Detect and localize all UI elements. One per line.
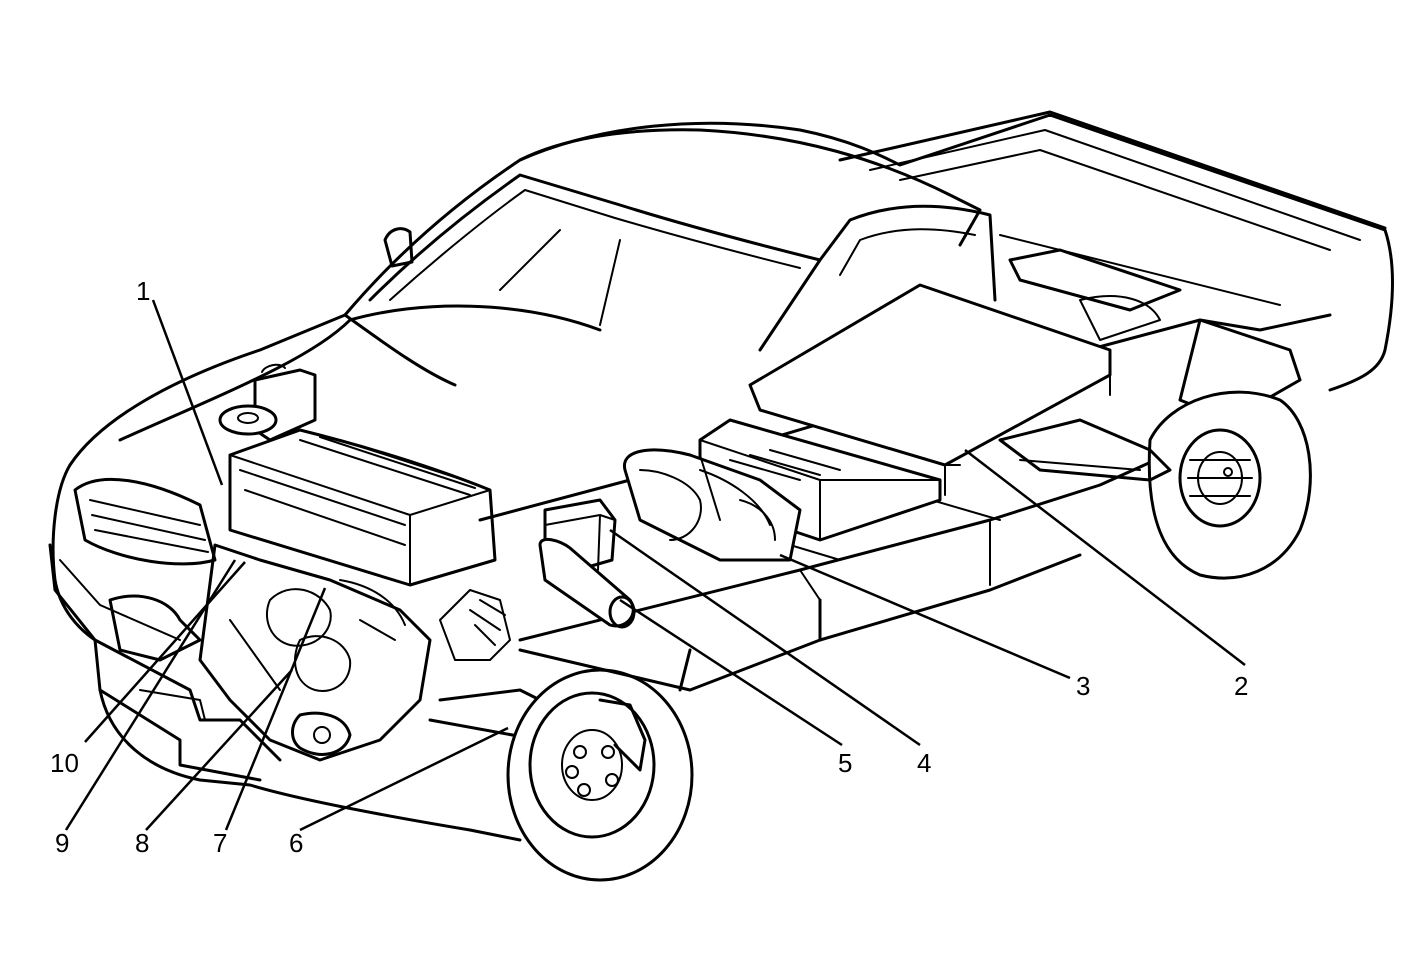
leader-10 xyxy=(84,561,246,743)
callout-2: 2 xyxy=(1234,671,1248,701)
callout-6: 6 xyxy=(289,828,303,858)
motor-controller xyxy=(538,498,636,629)
callout-7: 7 xyxy=(213,828,227,858)
leader-3 xyxy=(779,553,1071,680)
front-battery-module xyxy=(218,363,497,587)
callout-5: 5 xyxy=(838,748,852,778)
rear-battery-tray xyxy=(748,283,1112,496)
rear-axle xyxy=(998,418,1172,482)
callout-4: 4 xyxy=(917,748,931,778)
callout-8: 8 xyxy=(135,828,149,858)
leader-2 xyxy=(964,449,1246,666)
front-drive-assembly xyxy=(108,543,562,762)
leader-1 xyxy=(151,299,224,486)
callout-9: 9 xyxy=(55,828,69,858)
leader-4 xyxy=(609,528,921,747)
leader-8 xyxy=(145,669,293,831)
car-body xyxy=(48,110,1394,842)
rear-wheel xyxy=(1147,390,1312,580)
callout-3: 3 xyxy=(1076,671,1090,701)
leader-lines xyxy=(64,299,1246,832)
leader-5 xyxy=(619,598,843,747)
callout-10: 10 xyxy=(50,748,79,778)
callout-labels: 1 2 3 4 5 6 7 8 9 10 xyxy=(50,276,1248,858)
callout-1: 1 xyxy=(136,276,150,306)
front-wheel xyxy=(506,668,694,882)
leader-7 xyxy=(224,587,327,831)
leader-6 xyxy=(299,726,509,832)
